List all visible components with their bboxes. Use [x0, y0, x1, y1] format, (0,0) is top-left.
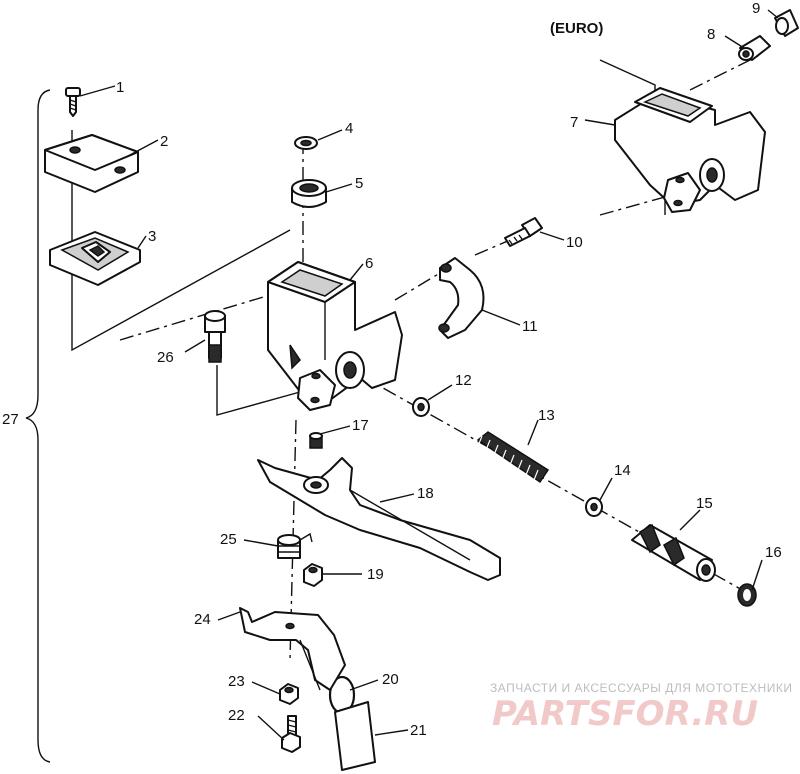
bolt-10: [504, 217, 543, 247]
callout-18: 18: [417, 485, 434, 502]
callout-3: 3: [148, 228, 156, 245]
assembly-line-left: [71, 130, 291, 352]
euro-variant-label: (EURO): [550, 20, 603, 37]
callout-12: 12: [455, 372, 472, 389]
washer-4: [294, 136, 318, 150]
axis-line-bolt-26: [216, 365, 301, 416]
euro-cap-9: [774, 9, 799, 37]
assembly-bracket: [25, 89, 51, 763]
callout-5: 5: [355, 175, 363, 192]
callout-21: 21: [410, 722, 427, 739]
master-cylinder-body-6: [267, 261, 403, 411]
callout-27: 27: [2, 411, 19, 428]
axis-line-clamp: [394, 269, 446, 301]
callout-13: 13: [538, 407, 555, 424]
callout-22: 22: [228, 707, 245, 724]
axis-line-lid: [119, 294, 271, 341]
diaphragm-3: [49, 231, 141, 286]
washer-14: [585, 497, 603, 517]
callout-2: 2: [160, 133, 168, 150]
brake-lever-18: [257, 457, 501, 581]
callout-4: 4: [345, 120, 353, 137]
bushing-5: [291, 179, 327, 208]
euro-fitting-8: [738, 35, 771, 61]
set-screw-17: [309, 432, 323, 449]
callout-19: 19: [367, 566, 384, 583]
callout-14: 14: [614, 462, 631, 479]
nut-19: [303, 563, 323, 587]
callout-6: 6: [365, 255, 373, 272]
bolt-26: [204, 310, 226, 363]
callout-26: 26: [157, 349, 174, 366]
callout-15: 15: [696, 495, 713, 512]
watermark-tagline: ЗАПЧАСТИ И АКСЕССУАРЫ ДЛЯ МОТОТЕХНИКИ: [490, 681, 792, 695]
torsion-spring-25: [277, 532, 313, 559]
callout-16: 16: [765, 544, 782, 561]
callout-23: 23: [228, 673, 245, 690]
callout-17: 17: [352, 417, 369, 434]
callout-1: 1: [116, 79, 124, 96]
bracket-24: [239, 607, 346, 691]
washer-12: [412, 397, 430, 417]
callout-11: 11: [522, 318, 538, 335]
axis-line-euro: [599, 54, 761, 216]
watermark-logo: PARTSFOR.RU: [492, 694, 758, 734]
screw-1: [65, 87, 81, 117]
callout-25: 25: [220, 531, 237, 548]
spring-13: [476, 431, 550, 484]
euro-master-cylinder-7: [614, 87, 766, 213]
reservoir-cover-2: [44, 134, 139, 193]
tag-21: [334, 701, 376, 771]
axis-line-bolt-10: [474, 239, 511, 256]
callout-20: 20: [382, 671, 399, 688]
callout-24: 24: [194, 611, 211, 628]
callout-7: 7: [570, 114, 578, 131]
leader-lines: [79, 9, 779, 741]
callout-8: 8: [707, 26, 715, 43]
piston-15: [631, 523, 716, 582]
clamp-11: [438, 257, 485, 339]
callout-9: 9: [752, 0, 760, 17]
screw-22: [281, 715, 301, 753]
callout-10: 10: [566, 234, 583, 251]
nut-23: [279, 683, 299, 705]
